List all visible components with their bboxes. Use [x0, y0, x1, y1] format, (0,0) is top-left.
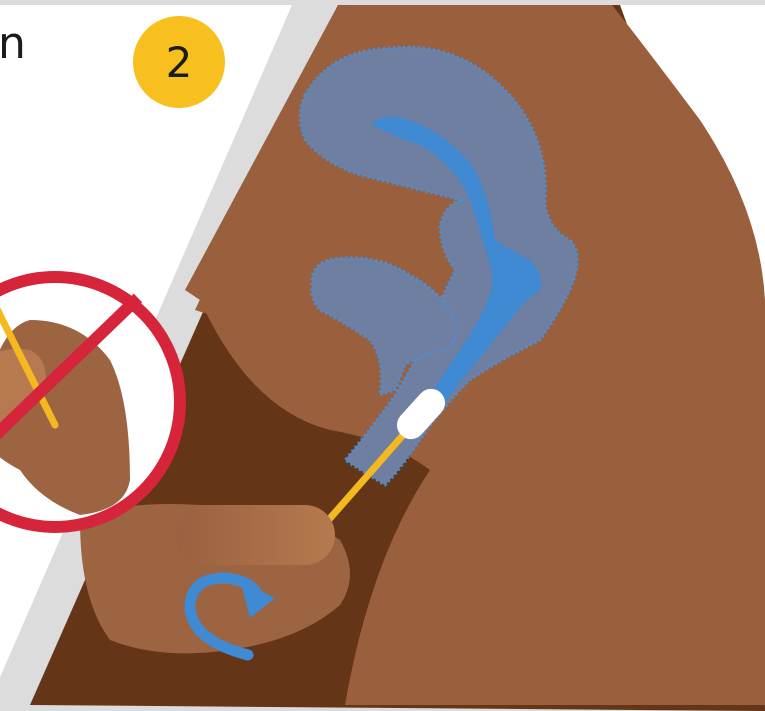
- heading-fragment: n: [0, 22, 26, 66]
- step-number-badge: 2: [133, 16, 225, 108]
- index-finger: [175, 505, 335, 565]
- top-border: [0, 0, 765, 5]
